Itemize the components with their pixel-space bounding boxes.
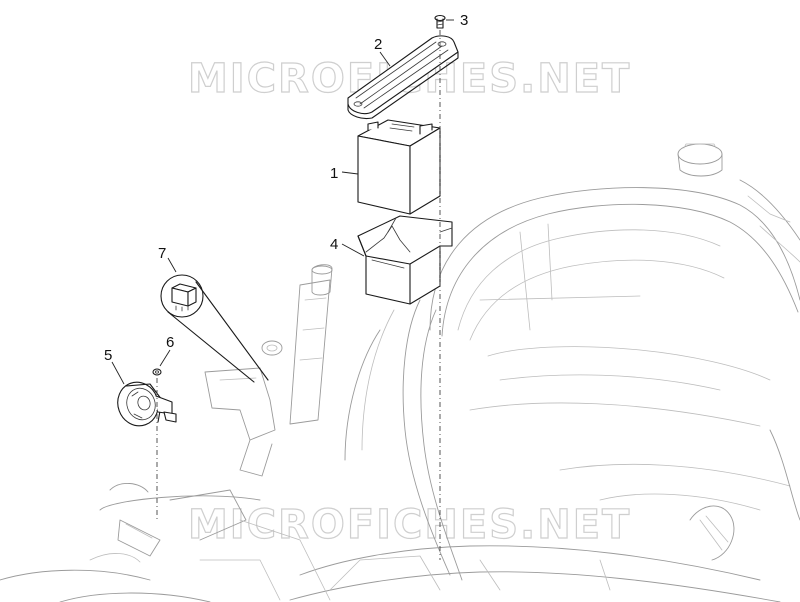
callout-5: 5 [104, 347, 112, 364]
callout-labels: 3 2 1 4 7 6 5 [104, 12, 468, 364]
callout-6: 6 [166, 334, 174, 351]
part-6-nut [152, 368, 162, 376]
callout-1: 1 [330, 165, 338, 182]
part-3-screw [434, 14, 446, 29]
part-5-horn [117, 381, 177, 427]
callout-7: 7 [158, 245, 166, 262]
part-4-battery-tray [357, 215, 453, 305]
part-7-relay [160, 274, 269, 383]
assembly-lines [156, 30, 441, 560]
part-1-battery [357, 119, 441, 215]
callout-leaders [111, 19, 454, 385]
callout-2: 2 [374, 36, 382, 53]
callout-3: 3 [460, 12, 468, 29]
callout-4: 4 [330, 236, 338, 253]
scooter-frame [0, 143, 800, 602]
watermark-bottom: MICROFICHES.NET [188, 502, 631, 548]
part-2-strap [347, 35, 459, 120]
